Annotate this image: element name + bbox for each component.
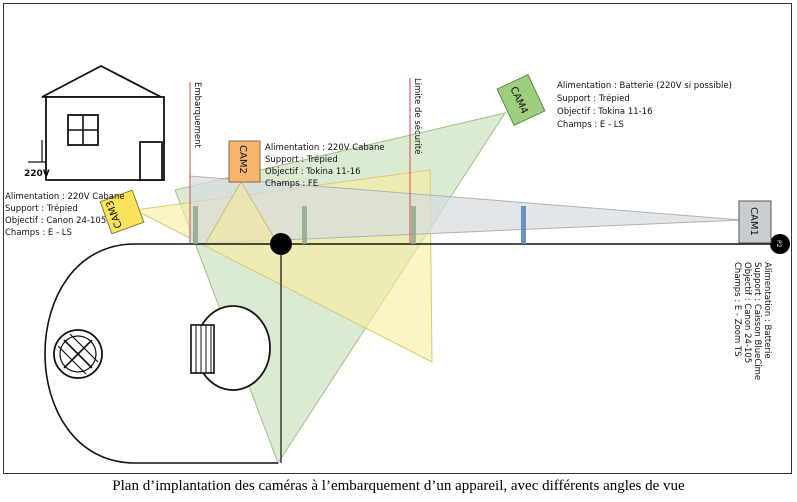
- diagram-frame: [3, 3, 792, 474]
- cam1-box: CAM1: [738, 200, 772, 244]
- cam1-spec: Support : Caisson BlueCime: [752, 262, 762, 380]
- cam4-specs: Alimentation : Batterie (220V si possibl…: [557, 81, 732, 130]
- gate-marker: [193, 206, 198, 244]
- cam3-spec: Alimentation : 220V Cabane: [5, 192, 125, 202]
- safety-limit-label: Limite de sécurité: [412, 78, 423, 154]
- gate-marker: [521, 206, 526, 244]
- reel-object: [190, 305, 271, 391]
- cam2-spec: Champs : FE: [265, 179, 318, 189]
- embarquement-label: Embarquement: [192, 82, 202, 149]
- cam2-specs: Alimentation : 220V Cabane Support : Tré…: [265, 143, 385, 189]
- cam1-spec: Alimentation : Batterie: [762, 262, 772, 359]
- cam1-name: CAM1: [748, 207, 759, 236]
- track-loop: [44, 243, 281, 464]
- cam3-spec: Support : Trépied: [5, 203, 78, 214]
- cam4-box: CAM4: [496, 74, 546, 126]
- barrel-object: [53, 329, 103, 379]
- platform-label: P2: [775, 240, 782, 248]
- gate-marker: [411, 206, 416, 244]
- platform-marker: [770, 234, 790, 254]
- gate-marker: [302, 206, 307, 244]
- cam4-spec: Alimentation : Batterie (220V si possibl…: [557, 81, 732, 91]
- cam3-specs: Alimentation : 220V Cabane Support : Tré…: [5, 192, 125, 238]
- figure-caption: Plan d’implantation des caméras à l’emba…: [112, 478, 685, 494]
- voltage-label: 220V: [24, 169, 50, 179]
- cam4-spec: Support : Trépied: [557, 93, 630, 104]
- cam4-spec: Champs : E - LS: [557, 120, 624, 130]
- cam2-spec: Alimentation : 220V Cabane: [265, 143, 385, 153]
- cam3-box: CAM3: [99, 189, 145, 235]
- cam3-spec: Objectif : Canon 24-105: [5, 216, 106, 226]
- cam1-specs: Alimentation : Batterie Support : Caisso…: [732, 262, 772, 380]
- cam2-spec: Support : Trépied: [265, 154, 338, 165]
- camera-layout-diagram: Embarquement Limite de sécurité 220V: [5, 64, 790, 465]
- cam1-spec: Objectif : Canon 24-105: [742, 262, 752, 363]
- cam2-spec: Objectif : Tokina 11-16: [265, 167, 361, 177]
- house: [28, 64, 165, 181]
- cam4-spec: Objectif : Tokina 11-16: [557, 107, 653, 117]
- cam3-spec: Champs : E - LS: [5, 228, 72, 238]
- cam2-box: CAM2: [228, 140, 261, 183]
- boarding-point: [270, 233, 292, 255]
- cam1-spec: Champs : E - Zoom TS: [732, 262, 742, 357]
- cam2-name: CAM2: [237, 145, 248, 174]
